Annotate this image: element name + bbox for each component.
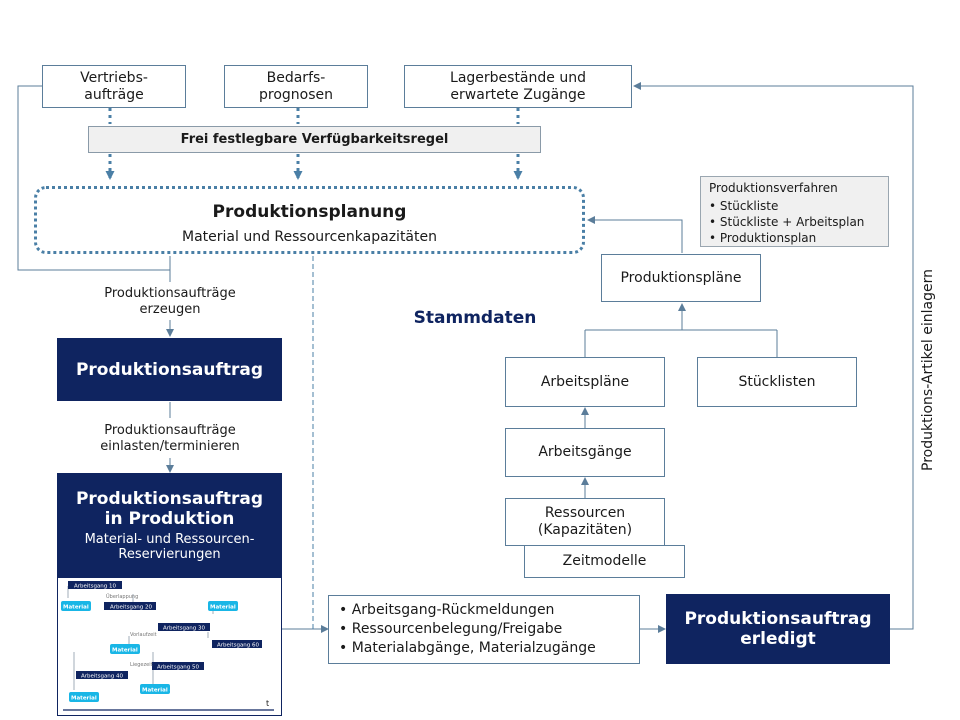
gantt-material-2-label: Material 2 xyxy=(71,696,103,702)
in-production-header: Produktionsauftrag in Produktion Materia… xyxy=(58,474,281,578)
sales-orders-label: Vertriebs- aufträge xyxy=(80,69,148,103)
gantt-material-5 xyxy=(208,601,238,611)
gantt-op-60-label: Arbeitsgang 60 xyxy=(217,643,260,649)
feedback-item-resources: Ressourcenbelegung/Freigabe xyxy=(351,621,563,637)
gantt-op-40 xyxy=(76,671,128,679)
gantt-material-4-label: Material 4 xyxy=(142,688,174,694)
in-production-title: Produktionsauftrag in Produktion xyxy=(75,489,264,529)
feedback-item: • Arbeitsgang-Rückmeldungen xyxy=(339,602,555,618)
gantt-axis-label: t xyxy=(266,699,269,708)
master-data-title: Stammdaten xyxy=(413,308,537,328)
stock-label: Lagerbestände und erwartete Zugänge xyxy=(450,69,586,103)
gantt-op-30 xyxy=(158,623,210,631)
gantt-material-3 xyxy=(110,644,140,654)
gantt-note-overlap: Überlappung xyxy=(106,593,138,600)
resources-box: Ressourcen (Kapazitäten) xyxy=(505,498,665,546)
gantt-op-50-label: Arbeitsgang 50 xyxy=(157,665,200,671)
demand-forecasts-label: Bedarfs- prognosen xyxy=(258,69,333,103)
stock-box: Lagerbestände und erwartete Zugänge xyxy=(404,65,632,108)
in-production-subtitle: Material- und Ressourcen- Reservierungen xyxy=(84,532,255,562)
time-models-label: Zeitmodelle xyxy=(562,553,647,569)
sales-orders-box: Vertriebs- aufträge xyxy=(42,65,186,108)
demand-forecasts-box: Bedarfs- prognosen xyxy=(224,65,368,108)
gantt-op-10 xyxy=(68,581,122,589)
gantt-op-30-label: Arbeitsgang 30 xyxy=(163,626,206,632)
gantt-op-40-label: Arbeitsgang 40 xyxy=(81,674,124,680)
gantt-material-3-label: Material 3 xyxy=(112,648,144,654)
operations-box: Arbeitsgänge xyxy=(505,428,665,477)
time-models-box: Zeitmodelle xyxy=(524,545,685,578)
store-loop-line xyxy=(633,82,914,630)
gantt-illustration: Arbeitsgang 10 Arbeitsgang 20 Arbeitsgan… xyxy=(61,581,274,711)
schedule-orders-label: Produktionsaufträge einlasten/terminiere… xyxy=(100,423,240,454)
completed-order-box: Produktionsauftrag erledigt xyxy=(666,594,890,664)
feedback-item: • Ressourcenbelegung/Freigabe xyxy=(339,621,563,637)
completed-order-label: Produktionsauftrag erledigt xyxy=(684,609,872,649)
production-plans-box: Produktionspläne xyxy=(601,254,761,302)
gantt-op-10-label: Arbeitsgang 10 xyxy=(74,584,117,590)
sales-loop-line xyxy=(17,85,170,271)
gantt-op-50 xyxy=(152,662,204,670)
gantt-material-1 xyxy=(61,601,91,611)
boms-label: Stücklisten xyxy=(738,373,816,390)
production-methods-title: Produktionsverfahren xyxy=(709,181,838,195)
resources-label: Ressourcen (Kapazitäten) xyxy=(537,505,633,538)
gantt-material-4 xyxy=(140,684,170,694)
plans-to-planning-line xyxy=(587,216,683,253)
gantt-note-wait-time: Liegezeit xyxy=(130,662,153,668)
method-item-plan: Produktionsplan xyxy=(719,231,817,245)
routings-box: Arbeitspläne xyxy=(505,357,665,407)
planning-box: Produktionsplanung Material und Ressourc… xyxy=(34,186,585,254)
availability-rule-label: Frei festlegbare Verfügbarkeitsregel xyxy=(180,132,449,147)
routings-label: Arbeitspläne xyxy=(540,373,630,390)
production-methods-box: Produktionsverfahren • Stückliste • Stüc… xyxy=(700,176,889,247)
gantt-material-1-label: Material 1 xyxy=(63,605,95,611)
method-item: • Stückliste + Arbeitsplan xyxy=(709,215,865,229)
gantt-material-2 xyxy=(69,692,99,702)
method-item: • Stückliste xyxy=(709,199,779,213)
input-dotted-arrows xyxy=(105,108,523,180)
production-order-box: Produktionsauftrag xyxy=(57,338,282,401)
planning-subtitle: Material und Ressourcenkapazitäten xyxy=(182,229,437,245)
gantt-note-lead-time: Vorlaufzeit xyxy=(130,632,157,638)
create-orders-label: Produktionsaufträge erzeugen xyxy=(104,286,236,317)
operations-label: Arbeitsgänge xyxy=(538,444,632,460)
gantt-op-20-label: Arbeitsgang 20 xyxy=(110,605,153,611)
availability-rule-bar: Frei festlegbare Verfügbarkeitsregel xyxy=(88,126,541,153)
production-order-label: Produktionsauftrag xyxy=(75,359,264,380)
feedback-item-confirmations: Arbeitsgang-Rückmeldungen xyxy=(351,602,555,618)
gantt-op-20 xyxy=(104,602,156,610)
feedback-item: • Materialabgänge, Materialzugänge xyxy=(339,640,596,656)
production-plans-label: Produktionspläne xyxy=(620,269,742,286)
method-item-bom-routing: Stückliste + Arbeitsplan xyxy=(719,215,865,229)
store-items-label-text: Produktions-Artikel einlagern xyxy=(920,269,936,471)
in-production-box: Produktionsauftrag in Produktion Materia… xyxy=(57,473,282,716)
boms-box: Stücklisten xyxy=(697,357,857,407)
feedback-item-materials: Materialabgänge, Materialzugänge xyxy=(351,640,596,656)
planning-title: Produktionsplanung xyxy=(212,202,407,222)
feedback-box: • Arbeitsgang-Rückmeldungen • Ressourcen… xyxy=(328,595,640,664)
gantt-material-5-label: Material 5 xyxy=(210,605,242,611)
gantt-op-60 xyxy=(212,640,262,648)
method-item-bom: Stückliste xyxy=(719,199,779,213)
method-item: • Produktionsplan xyxy=(709,231,817,245)
